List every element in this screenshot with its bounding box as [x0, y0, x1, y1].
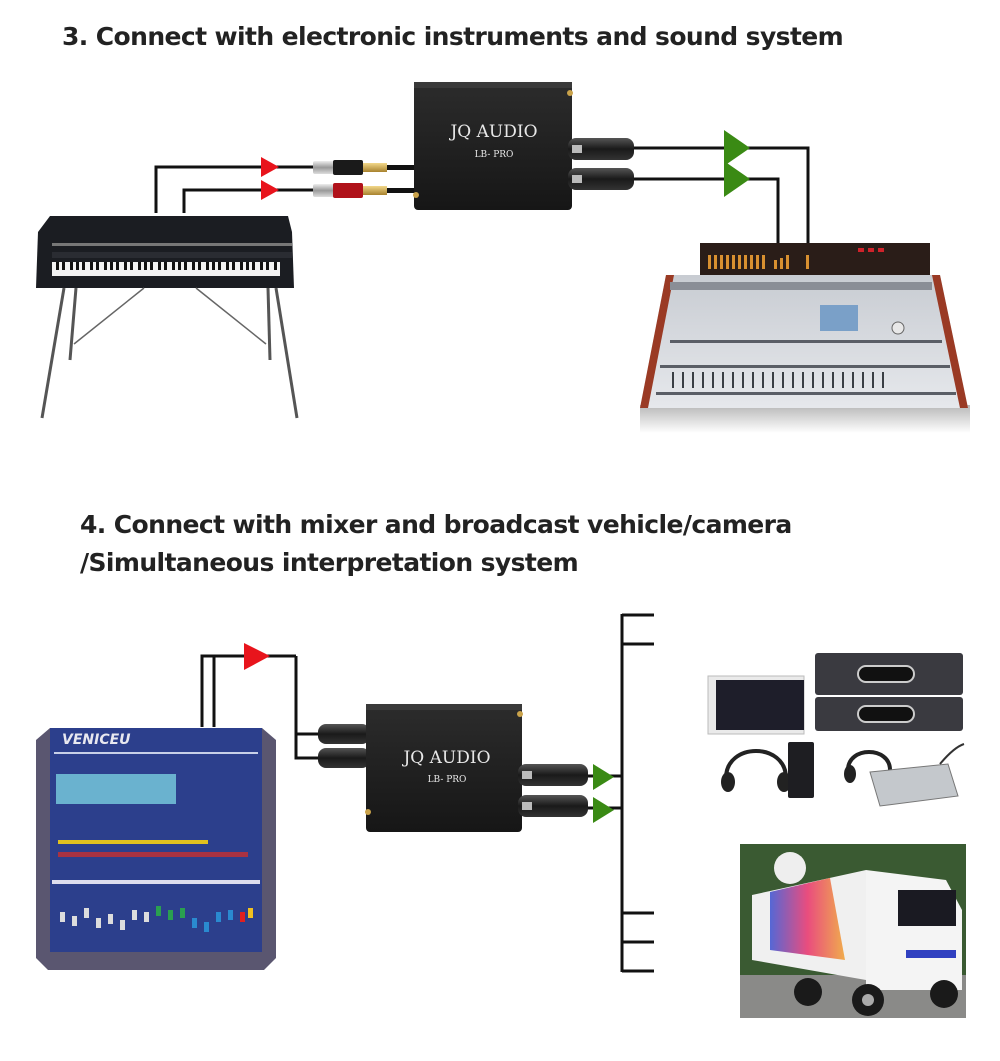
section-4-diagram: JQ AUDIO LB- PRO — [36, 613, 966, 1018]
input-arrow-2 — [261, 180, 279, 200]
output-arrow-1 — [724, 130, 750, 166]
output-arrow-4 — [593, 797, 614, 823]
section-3-diagram: JQ AUDIO LB- PRO — [36, 82, 970, 433]
input-arrow-1 — [261, 157, 279, 177]
output-arrow-2 — [724, 161, 750, 197]
jq-audio-lb-pro-device: JQ AUDIO LB- PRO — [413, 82, 573, 210]
section-3-heading: 3. Connect with electronic instruments a… — [62, 22, 844, 51]
digital-mixing-console — [640, 243, 970, 433]
xlr-input-connectors — [318, 724, 370, 768]
xlr-output-connectors — [568, 138, 634, 190]
jq-audio-lb-pro-device-2: JQ AUDIO LB- PRO — [365, 704, 523, 832]
electronic-keyboard — [36, 216, 299, 419]
device-model-label: LB- PRO — [475, 150, 514, 160]
jack-plug-black — [313, 160, 415, 175]
section-4-heading: 4. Connect with mixer and broadcast vehi… — [80, 506, 840, 582]
jack-plug-red — [313, 183, 415, 198]
output-arrow-3 — [593, 764, 614, 790]
output-cables — [634, 146, 810, 262]
distribution-bus — [620, 613, 654, 973]
section-4-heading-line1: 4. Connect with mixer and broadcast vehi… — [80, 510, 792, 539]
input-cables — [154, 165, 320, 213]
section-4-heading-line2: /Simultaneous interpretation system — [80, 548, 579, 577]
device-model-label-2: LB- PRO — [428, 775, 467, 785]
input-arrow-mixer — [244, 643, 270, 670]
device-brand-label: JQ AUDIO — [448, 122, 537, 142]
xlr-output-connectors-2 — [518, 764, 588, 817]
simultaneous-interpretation-system — [707, 653, 965, 807]
broadcast-vehicle — [740, 844, 966, 1018]
device-brand-label-2: JQ AUDIO — [401, 748, 490, 768]
mixer-brand-label: VENICEU — [62, 732, 131, 748]
mixer: VENICEU — [36, 728, 276, 970]
